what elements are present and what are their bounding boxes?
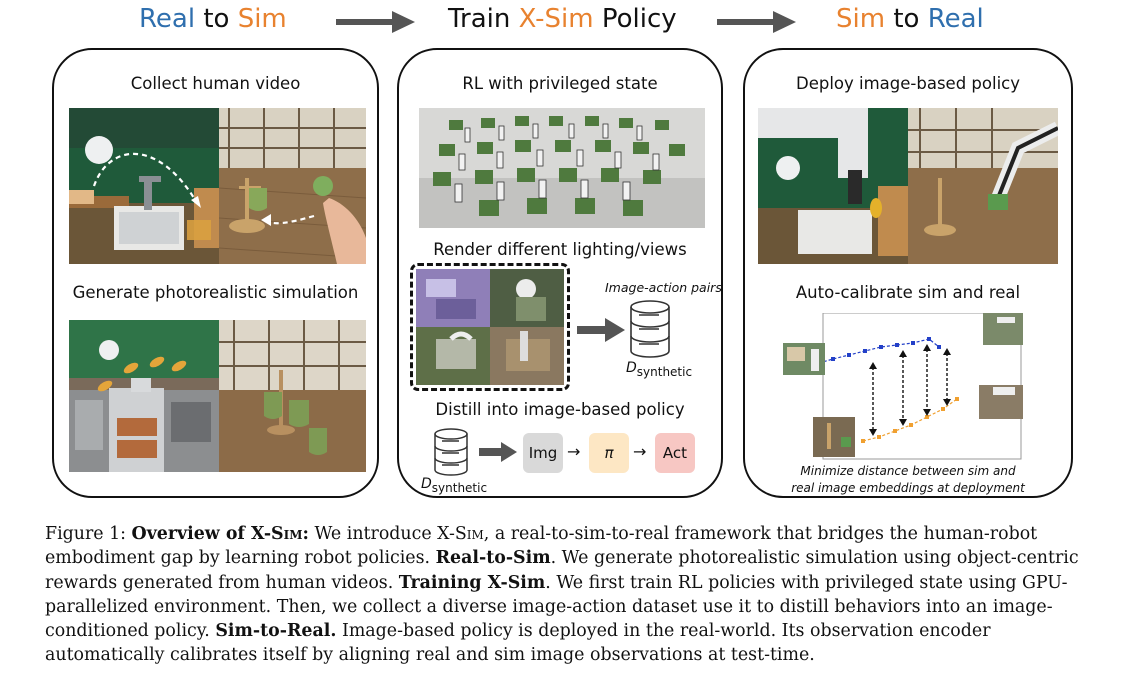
header-real-to-sim: Real to Sim <box>139 4 287 38</box>
human-video-kitchen-photo <box>69 108 219 264</box>
caption-t4: . We first train RL policies with privil… <box>45 572 1068 642</box>
robot-deploy-kitchen-photo <box>758 108 908 264</box>
dataset-synthetic-label: Dsynthetic <box>626 360 692 379</box>
database-icon <box>630 300 670 358</box>
caption-real-to-sim: Real-to-Sim <box>435 548 551 569</box>
panel2-title-distill: Distill into image-based policy <box>435 400 685 419</box>
dataset-sub: synthetic <box>431 480 488 495</box>
image-action-pairs-label: Image-action pairs <box>605 280 722 295</box>
sim-kitchen-render <box>69 320 219 472</box>
calibration-diagram <box>783 312 1023 463</box>
caption-overview-sc: im <box>283 524 303 544</box>
panel1-title-top: Collect human video <box>130 74 301 93</box>
panel2-title-render: Render different lighting/views <box>433 240 687 259</box>
right-arrow-icon <box>479 442 517 462</box>
small-arrow-icon: → <box>567 442 581 461</box>
parallel-rl-environments <box>419 108 705 228</box>
right-arrow-icon <box>336 11 415 33</box>
rendered-views-box <box>410 263 570 391</box>
policy-pi-box: π <box>589 433 629 473</box>
dataset-synthetic-label-2: Dsynthetic <box>421 476 487 495</box>
caption-overview-colon: : <box>302 524 309 544</box>
right-arrow-icon <box>717 11 796 33</box>
dataset-sub: synthetic <box>636 364 693 379</box>
panel2-title-top: RL with privileged state <box>462 74 658 93</box>
header-sim: Sim <box>237 4 287 34</box>
rendered-views-collage <box>416 269 564 385</box>
right-arrow-icon <box>577 318 625 342</box>
figure-caption: Figure 1: Overview of X-Sim: We introduc… <box>45 522 1080 668</box>
calibration-note-line1: Minimize distance between sim and <box>800 464 1016 478</box>
caption-t2: , a real-to-sim-to-real framework that b… <box>45 524 1043 569</box>
header-train: Train <box>448 4 519 34</box>
human-video-cup-photo <box>219 108 366 264</box>
header-sim2: Sim <box>836 4 886 34</box>
caption-training: Training X-Sim <box>398 572 546 593</box>
header-sim-to-real: Sim to Real <box>836 4 984 38</box>
act-box: Act <box>655 433 695 473</box>
caption-t3: . We generate photorealistic simulation … <box>45 548 1085 593</box>
dataset-d: D <box>626 360 637 376</box>
header-to2: to <box>885 4 928 34</box>
caption-t1-sc: im <box>466 524 484 544</box>
header-policy: Policy <box>593 4 677 34</box>
header-real2: Real <box>927 4 984 34</box>
dataset-d: D <box>421 476 432 492</box>
robot-deploy-cup-photo <box>908 108 1058 264</box>
caption-sim-to-real: Sim-to-Real. <box>215 621 337 642</box>
calibration-note-line2: real image embeddings at deployment <box>791 481 1025 495</box>
header-real: Real <box>139 4 196 34</box>
database-icon <box>434 428 468 476</box>
caption-t1: We introduce X-S <box>308 524 467 544</box>
panel-sim-to-real: Deploy image-based policy <box>743 48 1073 498</box>
header-xsim: X-Sim <box>518 4 594 34</box>
caption-t5: Image-based policy is deployed in the re… <box>45 621 997 666</box>
panel1-title-bottom: Generate photorealistic simulation <box>72 283 359 302</box>
panel3-title-top: Deploy image-based policy <box>796 74 1020 93</box>
panel3-title-calib: Auto-calibrate sim and real <box>795 283 1021 302</box>
header-train-policy: Train X-Sim Policy <box>448 4 677 38</box>
sim-cup-render <box>219 320 366 472</box>
img-box: Img <box>523 433 563 473</box>
caption-fig: Figure 1: <box>45 524 132 544</box>
panel-train-policy: RL with privileged state <box>397 48 723 498</box>
caption-overview-text: Overview of X-S <box>131 524 284 544</box>
caption-overview: Overview of X-Sim: <box>132 524 309 544</box>
small-arrow-icon: → <box>633 442 647 461</box>
panel-real-to-sim: Collect human video <box>52 48 379 498</box>
header-to: to <box>195 4 238 34</box>
